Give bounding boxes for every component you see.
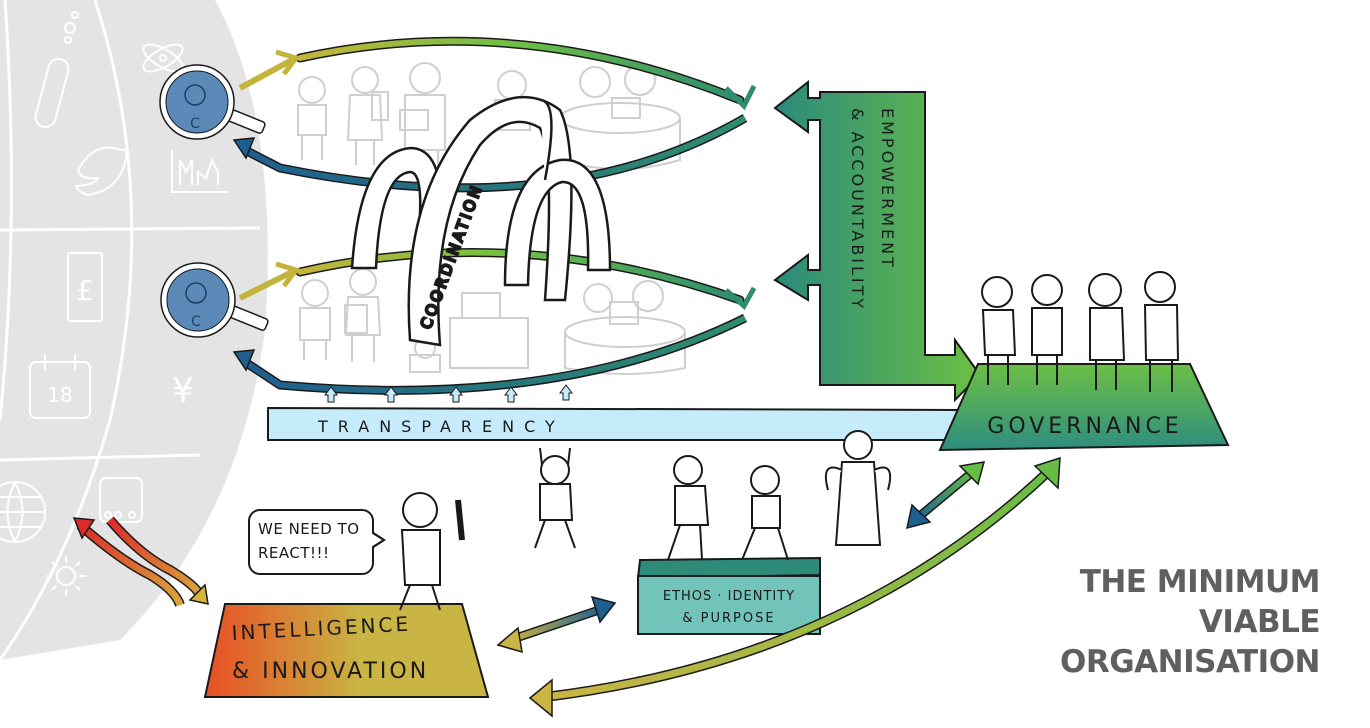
person-figure	[667, 455, 710, 561]
svg-text:18: 18	[47, 383, 72, 407]
ethos-figures	[534, 430, 892, 561]
svg-text:C: C	[190, 116, 200, 132]
bar-chart-icon	[171, 150, 228, 193]
globe-icon	[0, 481, 46, 543]
person-figure	[981, 276, 1017, 385]
person-figure	[1143, 271, 1180, 392]
twitter-bird-icon	[74, 146, 128, 197]
sun-icon	[46, 556, 86, 596]
transparency-label: TRANSPARENCY	[317, 417, 565, 436]
staff-figure	[344, 268, 382, 362]
magnifier-icon: C	[159, 64, 266, 140]
svg-text:£: £	[76, 274, 94, 307]
diagram-title: THE MINIMUM VIABLE ORGANISATION	[1059, 562, 1321, 682]
svg-text:¥: ¥	[172, 371, 194, 411]
governance-label: GOVERNANCE	[987, 414, 1182, 439]
yen-icon: ¥	[172, 371, 194, 411]
ethos-intelligence-arrow	[496, 595, 617, 654]
ethos-label-line2: & PURPOSE	[682, 611, 775, 626]
ethos-label-line1: ETHOS · IDENTITY	[663, 589, 795, 604]
angel-figure	[824, 430, 892, 546]
title-line-2: VIABLE	[1198, 604, 1321, 640]
person-figure	[1031, 274, 1063, 385]
intelligence-platform: INTELLIGENCE & INNOVATION	[203, 492, 490, 698]
environment-exchange-arrows	[72, 516, 209, 607]
test-tube-icon	[34, 11, 79, 129]
staff-figure	[299, 279, 331, 360]
magnifier-icon: C	[160, 262, 269, 338]
accountability-label: & ACCOUNTABILITY	[848, 108, 867, 311]
title-line-3: ORGANISATION	[1059, 644, 1321, 680]
person-figure	[1088, 273, 1126, 390]
speech-bubble: WE NEED TO REACT!!!	[248, 509, 386, 575]
staff-figure	[297, 76, 327, 160]
governance-platform: GOVERNANCE	[938, 271, 1230, 452]
staff-figure	[346, 66, 389, 165]
desk	[449, 292, 529, 369]
desk	[564, 280, 686, 375]
operations-loop-2	[232, 248, 757, 403]
transparency-up-arrows	[324, 384, 573, 403]
person-figure	[399, 492, 465, 611]
ethos-governance-arrow	[906, 461, 986, 530]
empowerment-label: EMPOWERMENT	[878, 108, 897, 270]
governance-team	[981, 271, 1180, 392]
coordination-ribbon: COORDINATION	[350, 95, 612, 347]
pound-note-icon: £	[67, 252, 103, 322]
title-line-1: THE MINIMUM	[1079, 564, 1321, 600]
ethos-platform: ETHOS · IDENTITY & PURPOSE	[534, 430, 892, 635]
speech-line-1: WE NEED TO	[258, 520, 360, 538]
empowerment-accountability-arrow: EMPOWERMENT & ACCOUNTABILITY	[773, 79, 982, 403]
speech-line-2: REACT!!!	[258, 544, 330, 562]
governance-intelligence-arrow	[528, 456, 1061, 718]
devil-figure	[534, 447, 576, 549]
chat-bubble-icon	[99, 477, 143, 523]
intelligence-label-line2: & INNOVATION	[232, 659, 429, 684]
operations-unit-2	[299, 268, 686, 375]
person-figure	[741, 465, 789, 561]
environment-sphere: £ 18 ¥	[0, 0, 268, 661]
calendar-18-icon: 18	[29, 354, 91, 419]
svg-text:C: C	[191, 314, 201, 330]
